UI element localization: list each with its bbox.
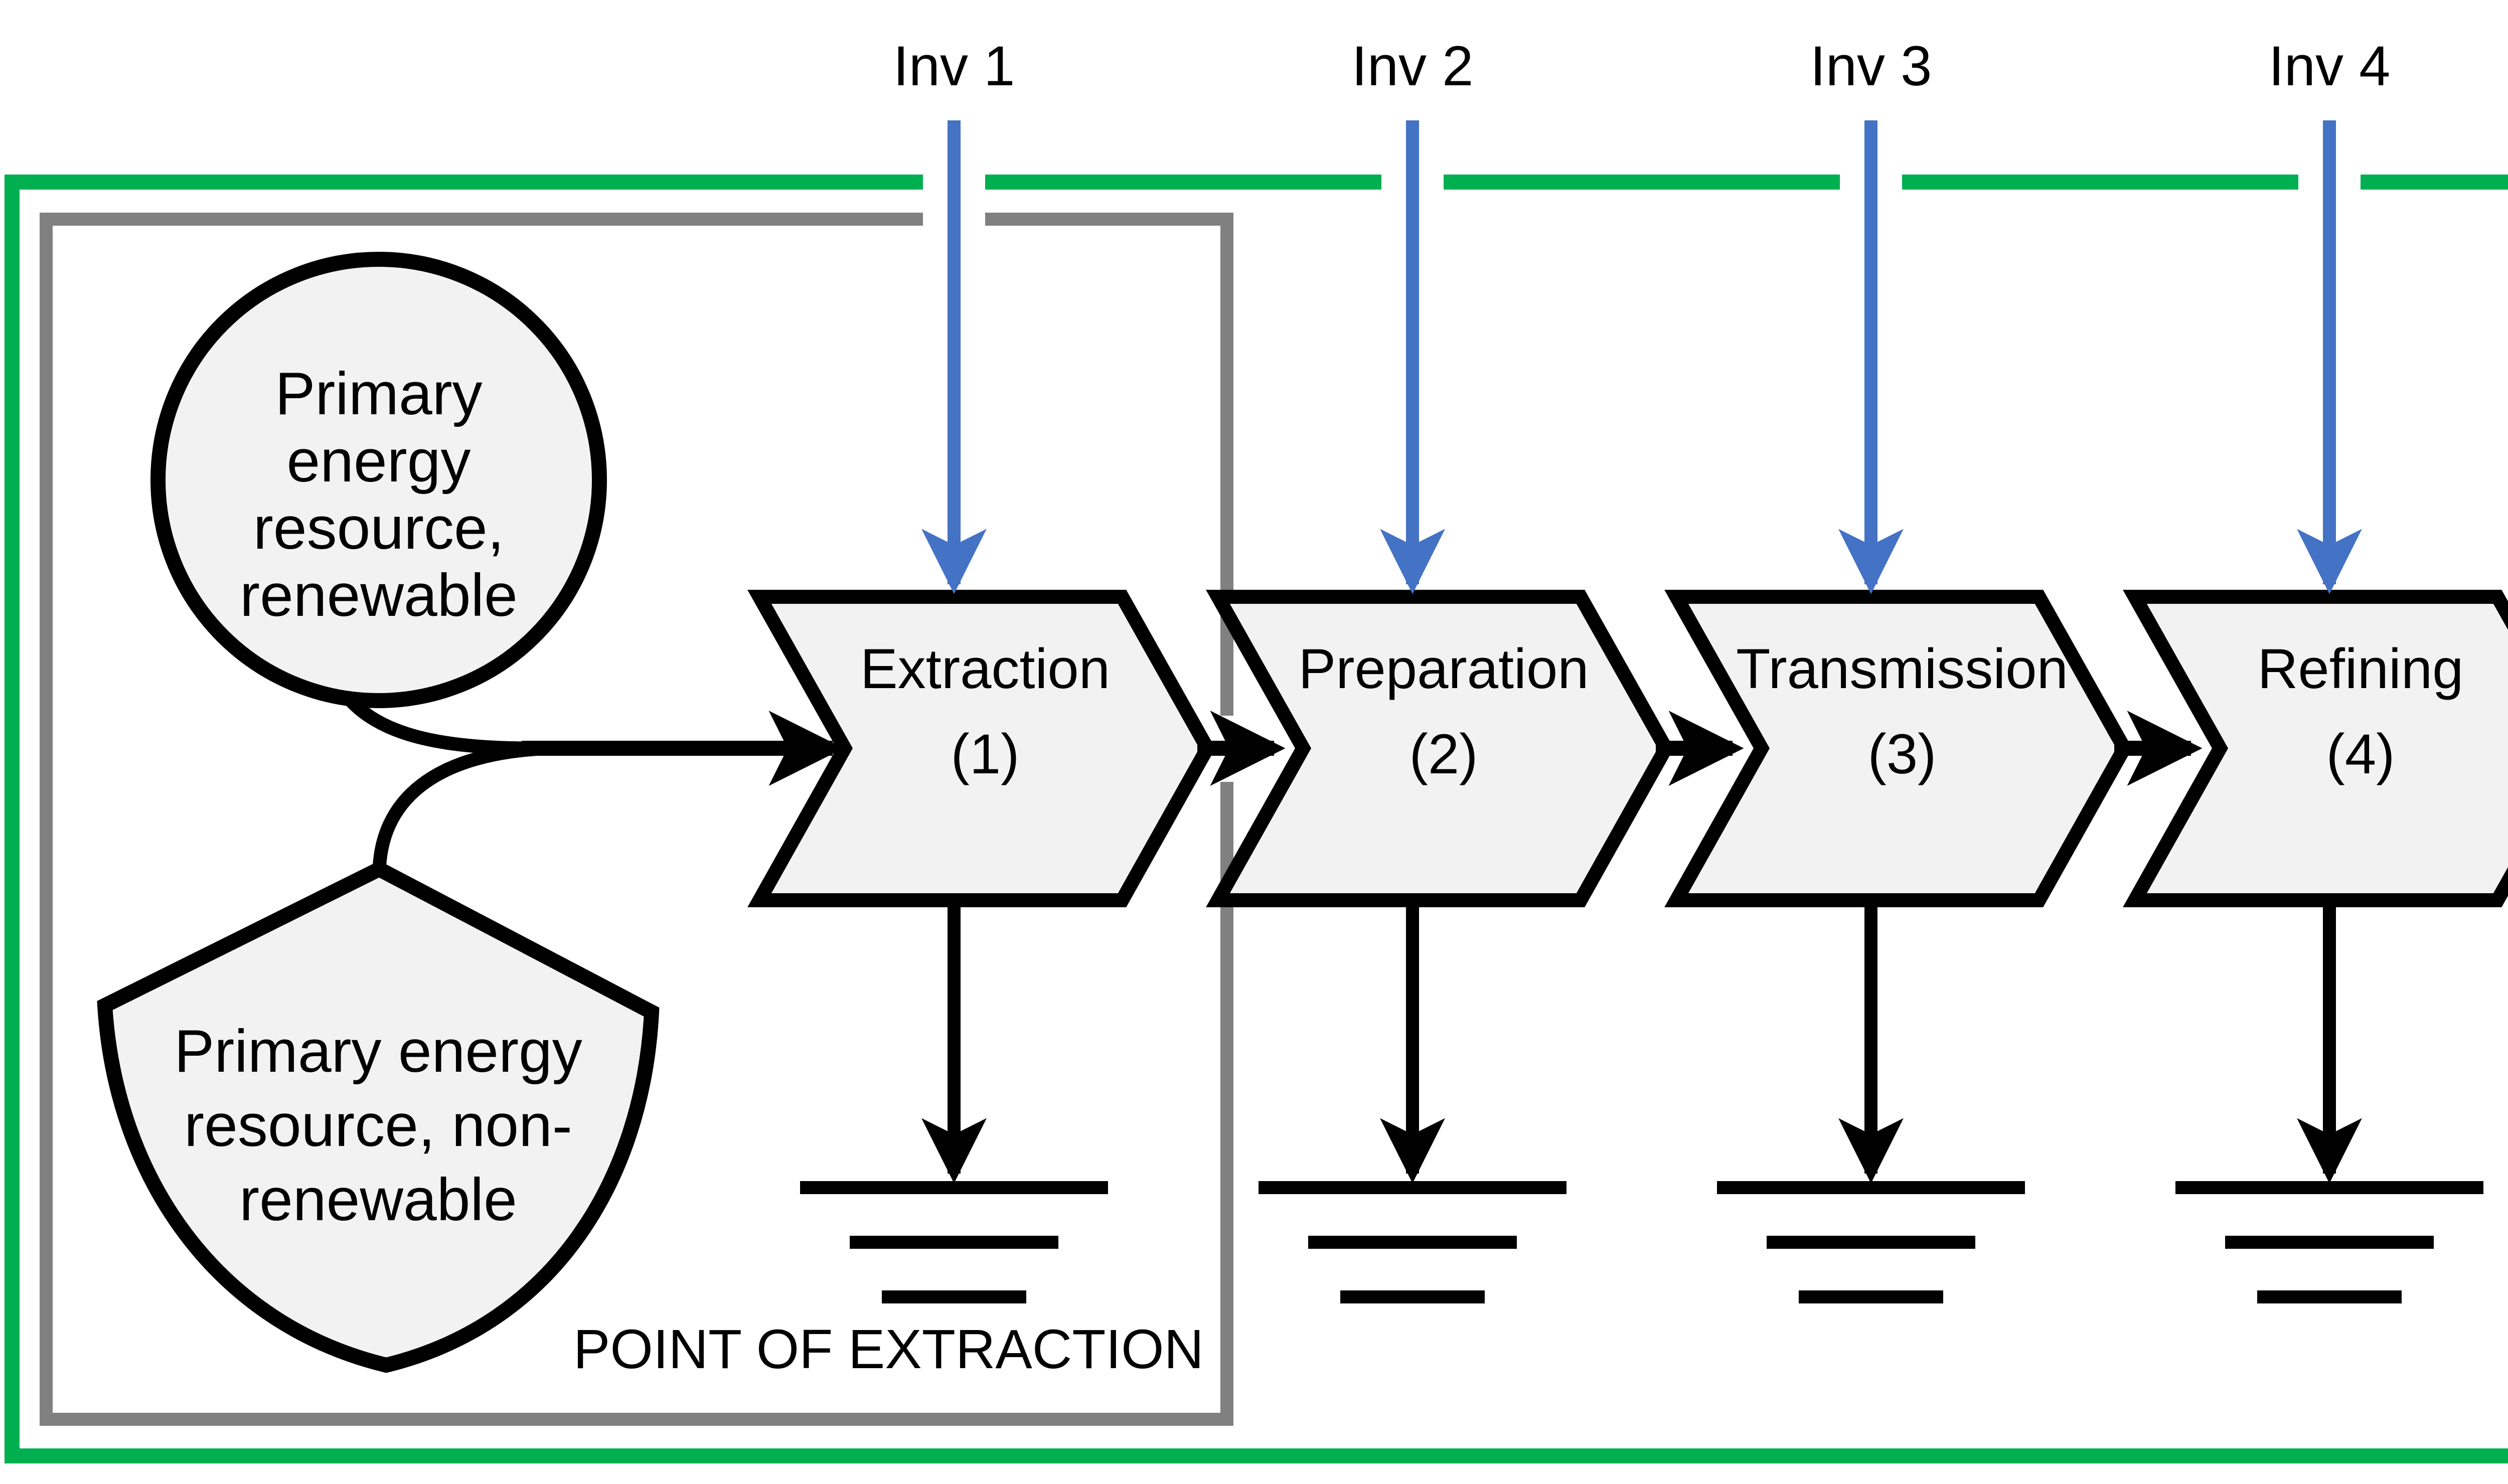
- renewable-label-line-2: energy: [287, 427, 471, 494]
- stage-name: Refining: [2258, 637, 2464, 700]
- stage-number: (2): [1409, 723, 1478, 785]
- investment-label-2: Inv 2: [1352, 35, 1474, 97]
- investment-label-3: Inv 3: [1810, 35, 1932, 97]
- nonrenewable-resource-shape: [97, 861, 660, 1373]
- nonrenewable-label-line-1: Primary energy: [174, 1018, 582, 1085]
- stage-chevron-preparation: [1206, 590, 1674, 907]
- point-of-extraction-boundary: [40, 213, 1233, 1426]
- renewable-label-line-4: renewable: [240, 562, 518, 629]
- nonrenewable-resource-connector: [372, 741, 552, 873]
- energy-loss-ground-3: [1717, 900, 2025, 1303]
- investment-label-4: Inv 4: [2269, 35, 2391, 97]
- energy-loss-ground-4: [2175, 900, 2483, 1303]
- point-of-use-boundary: [5, 175, 2508, 1463]
- stage-name: Preparation: [1298, 637, 1589, 700]
- stage-number: (1): [951, 723, 1020, 785]
- nonrenewable-label-line-2: resource, non-: [184, 1092, 572, 1159]
- nonrenewable-label-line-3: renewable: [239, 1166, 517, 1233]
- renewable-resource-connector: [346, 696, 532, 755]
- stage-chevron-refining: [2123, 590, 2508, 907]
- stage-chevron-extraction: [747, 590, 1216, 907]
- point-of-extraction-label: POINT OF EXTRACTION: [573, 1318, 1204, 1380]
- energy-loss-ground-1: [800, 900, 1108, 1303]
- renewable-label-line-1: Primary: [275, 360, 482, 427]
- renewable-resource-shape: [150, 252, 607, 708]
- energy-loss-ground-2: [1259, 900, 1566, 1303]
- stage-name: Transmission: [1736, 637, 2068, 700]
- renewable-label-line-3: resource,: [253, 494, 504, 562]
- stage-number: (3): [1868, 723, 1937, 785]
- stage-name: Extraction: [860, 637, 1110, 700]
- stage-chevron-transmission: [1664, 590, 2133, 907]
- stage-number: (4): [2326, 723, 2395, 785]
- investment-label-1: Inv 1: [893, 35, 1015, 97]
